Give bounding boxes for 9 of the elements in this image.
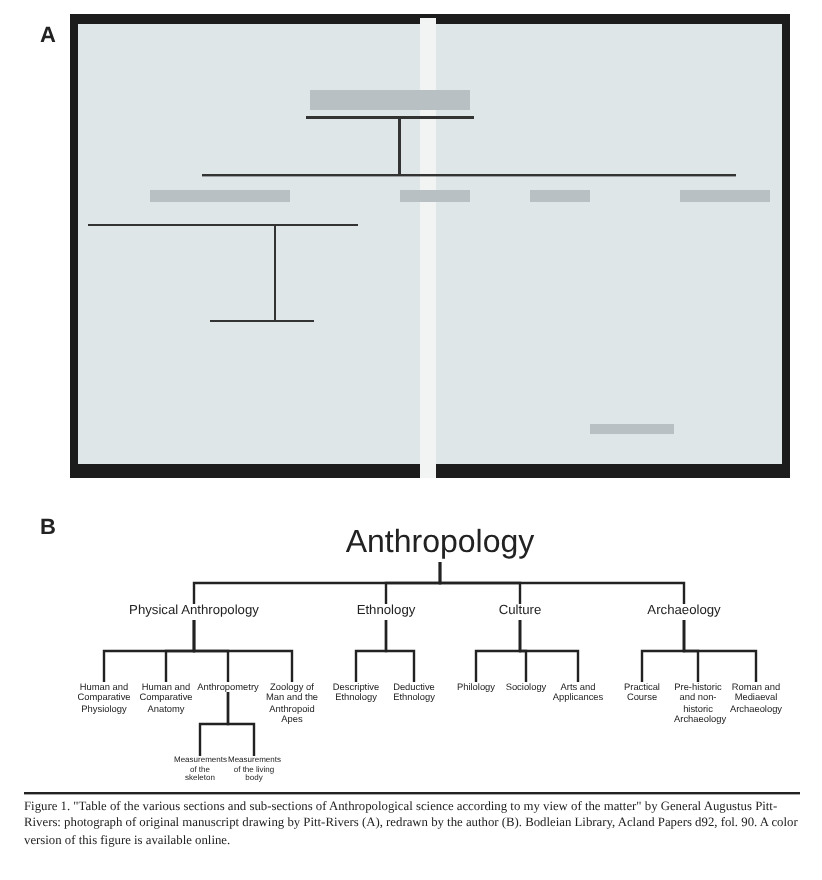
connector-line	[682, 620, 758, 682]
connector-line	[192, 620, 294, 682]
connector-line	[518, 620, 580, 682]
connector-line	[438, 562, 686, 604]
root-node-text: Anthropology	[330, 526, 550, 563]
panel-letter: B	[40, 516, 56, 540]
connector-line	[226, 692, 256, 756]
panel-letter: A	[40, 24, 56, 48]
connector-line	[384, 620, 416, 682]
